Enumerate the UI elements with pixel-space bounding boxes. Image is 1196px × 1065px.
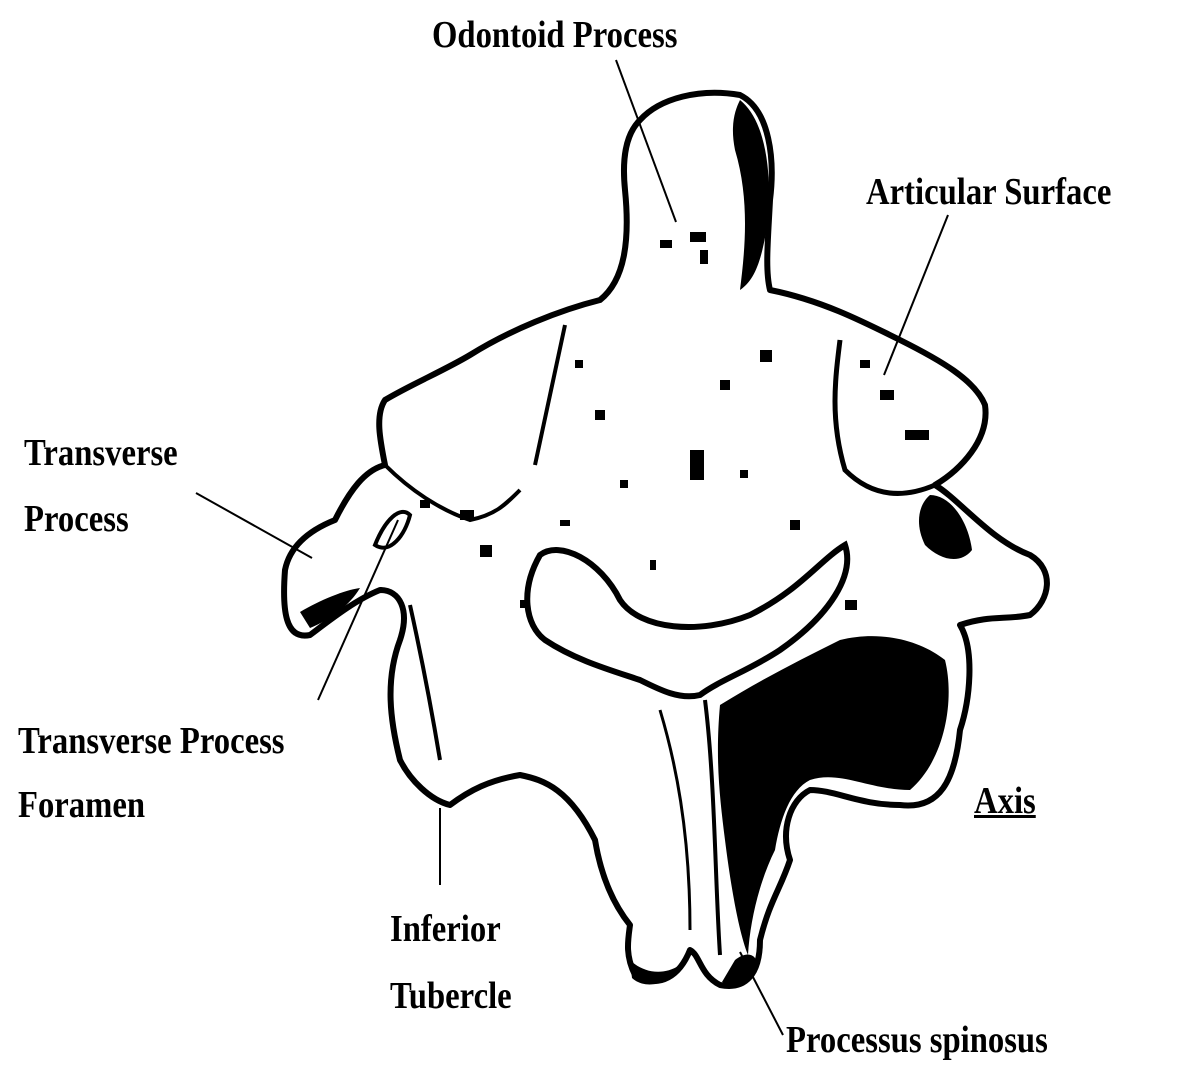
- label-transverse-process-line1: Transverse: [24, 432, 178, 475]
- leader-spinosus: [740, 952, 783, 1035]
- diagram-title: Axis: [974, 780, 1036, 823]
- label-odontoid-process: Odontoid Process: [432, 14, 677, 57]
- leader-transverse: [196, 493, 312, 558]
- label-inferior-tubercle-line2: Tubercle: [390, 975, 512, 1018]
- label-articular-surface: Articular Surface: [866, 171, 1111, 214]
- label-transverse-foramen-line1: Transverse Process: [18, 720, 285, 763]
- label-transverse-foramen-line2: Foramen: [18, 784, 145, 827]
- label-transverse-process-line2: Process: [24, 498, 129, 541]
- label-processus-spinosus: Processus spinosus: [786, 1019, 1048, 1062]
- label-inferior-tubercle-line1: Inferior: [390, 908, 501, 951]
